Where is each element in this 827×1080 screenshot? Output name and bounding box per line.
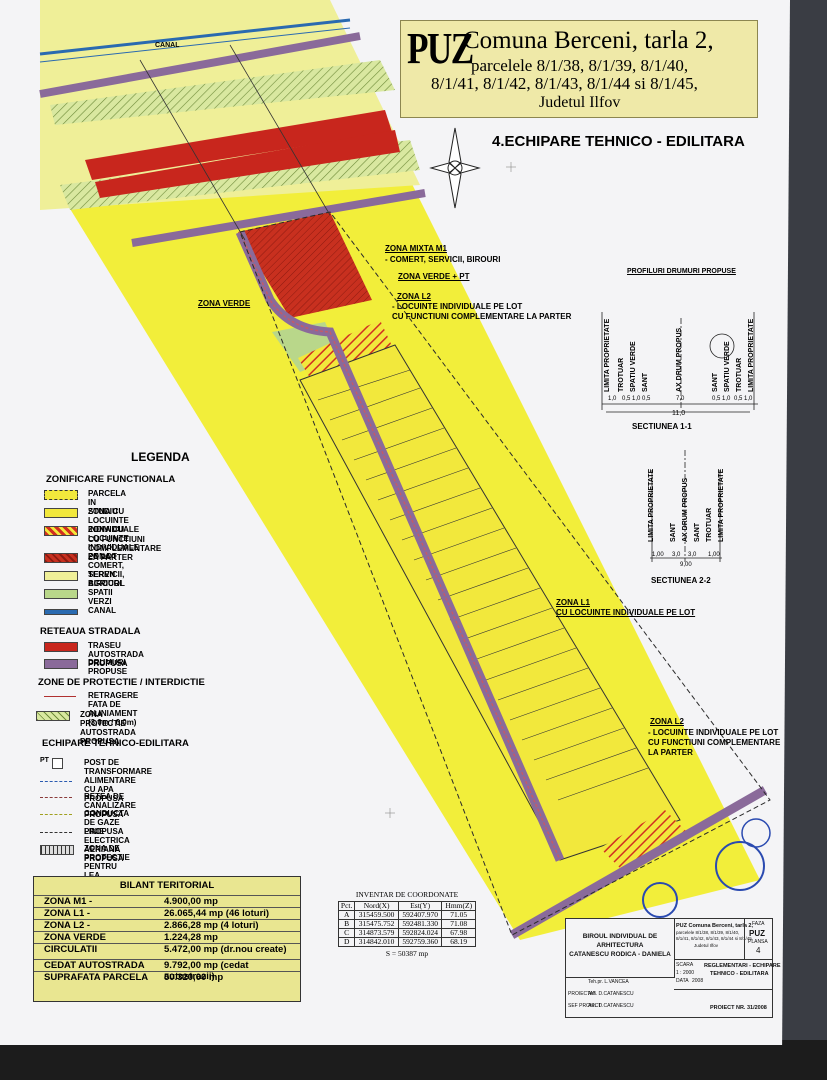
highway-band-2 — [95, 130, 400, 198]
label-zona-l2b-sub3: LA PARTER — [648, 748, 693, 757]
label-zona-l2-sub2: CU FUNCTIUNI COMPLEMENTARE LA PARTER — [392, 312, 572, 321]
highway-band-1 — [85, 110, 392, 180]
section-1-1-labels: LIMITA PROPRIETATE TROTUAR SPATIU VERDE … — [604, 318, 755, 392]
section-1-1-dims: 1,0 0,5 1,0 0,5 7,0 0,5 1,0 0,5 1,0 — [608, 396, 753, 402]
section-1-1-total: 11,0 — [672, 410, 686, 417]
legend-h-utilities: ECHIPARE TEHNICO-EDILITARA — [42, 738, 189, 749]
legend-h-roads: RETEAUA STRADALA — [40, 626, 141, 637]
stamp-2 — [741, 818, 771, 848]
balance-row: ZONA L2 -2.866,28 mp (4 loturi) — [34, 919, 300, 931]
section-2-2-drawing — [650, 450, 722, 562]
title-line-4: Judetul Ilfov — [539, 94, 621, 111]
title-line-1: Comuna Berceni, tarla 2, — [463, 27, 714, 54]
zone-l2-top — [298, 320, 392, 378]
zone-l2-bottom — [600, 810, 690, 870]
label-zona-l1-sub: CU LOCUINTE INDIVIDUALE PE LOT — [556, 608, 696, 617]
label-zona-l2: ZONA L2 — [397, 292, 431, 301]
title-line-3: 8/1/41, 8/1/42, 8/1/43, 8/1/44 si 8/1/45… — [431, 74, 698, 93]
label-zona-m1-sub: - COMERT, SERVICII, BIROURI — [385, 255, 501, 264]
title-puz: PUZ — [407, 24, 474, 73]
canal-line — [39, 18, 351, 56]
label-zona-m1: ZONA MIXTA M1 — [385, 244, 447, 253]
label-zona-l2b-sub1: - LOCUINTE INDIVIDUALE PE LOT — [648, 728, 779, 737]
plan-sheet: PUZ Comuna Berceni, tarla 2, parcelele 8… — [0, 0, 790, 1045]
road-bottom — [509, 786, 768, 939]
road-top — [39, 32, 361, 98]
label-zona-verde-pt: ZONA VERDE + PT — [398, 272, 470, 281]
stamp-rur — [715, 841, 765, 891]
legend-h-zoning: ZONIFICARE FUNCTIONALA — [46, 474, 176, 485]
road-cross — [131, 189, 426, 247]
balance-title: BILANT TERITORIAL — [119, 880, 215, 891]
desk-bottom — [0, 1040, 827, 1080]
label-zona-l2b-sub2: CU FUNCTIUNI COMPLEMENTARE — [648, 738, 781, 747]
site-map — [39, 0, 771, 940]
office-line-2: ARHITECTURA — [596, 942, 644, 949]
section-2-2-labels: LIMITA PROPRIETATE SANT AX DRUM PROPUS S… — [648, 468, 725, 542]
section-1-1-drawing — [601, 312, 758, 413]
zone-m1 — [238, 212, 372, 318]
plan-subtitle: 4.ECHIPARE TEHNICO - EDILITARA — [492, 133, 745, 150]
balance-row: ZONA L1 -26.065,44 mp (46 loturi) — [34, 907, 300, 919]
transformer-icon — [52, 758, 63, 769]
inventory-total: S = 50387 mp — [385, 949, 429, 958]
title-cartouche: BIROUL INDIVIDUAL DE ARHITECTURA CATANES… — [565, 918, 781, 1018]
site-boundary — [239, 211, 771, 936]
coordinate-inventory: INVENTAR DE COORDONATE Pct. Nord(X) Est(… — [337, 890, 476, 958]
stamp-roa — [642, 882, 678, 918]
lot-grid — [317, 369, 649, 801]
office-line-3: CATANESCU RODICA - DANIELA — [569, 951, 671, 958]
section-2-2-total: 9,00 — [680, 562, 692, 568]
legend-title: LEGENDA — [131, 450, 190, 464]
balance-row: ZONA M1 -4.900,00 mp — [34, 895, 300, 907]
profiles-title: PROFILURI DRUMURI PROPUSE — [627, 268, 736, 275]
registration-marks — [385, 162, 516, 818]
territorial-balance-table: BILANT TERITORIAL ZONA M1 -4.900,00 mp Z… — [33, 876, 301, 1002]
label-canal: CANAL — [155, 42, 180, 49]
label-zona-verde: ZONA VERDE — [198, 299, 251, 308]
label-zona-l2b: ZONA L2 — [650, 717, 684, 726]
office-line-1: BIROUL INDIVIDUAL DE — [582, 933, 658, 940]
highway-protection-1 — [50, 60, 395, 125]
section-2-2-name: SECTIUNEA 2-2 — [651, 576, 711, 585]
label-zona-l1: ZONA L1 — [556, 598, 590, 607]
inventory-title: INVENTAR DE COORDONATE — [355, 890, 459, 899]
title-block: PUZ Comuna Berceni, tarla 2, parcelele 8… — [400, 20, 758, 118]
section-1-1-name: SECTIUNEA 1-1 — [632, 422, 692, 431]
label-zona-l2-sub1: - LOCUINTE INDIVIDUALE PE LOT — [392, 302, 523, 311]
swatch — [44, 490, 78, 500]
title-line-2: parcelele 8/1/38, 8/1/39, 8/1/40, — [471, 56, 689, 75]
north-arrow-icon — [429, 127, 481, 209]
legend-h-protection: ZONE DE PROTECTIE / INTERDICTIE — [38, 677, 205, 688]
